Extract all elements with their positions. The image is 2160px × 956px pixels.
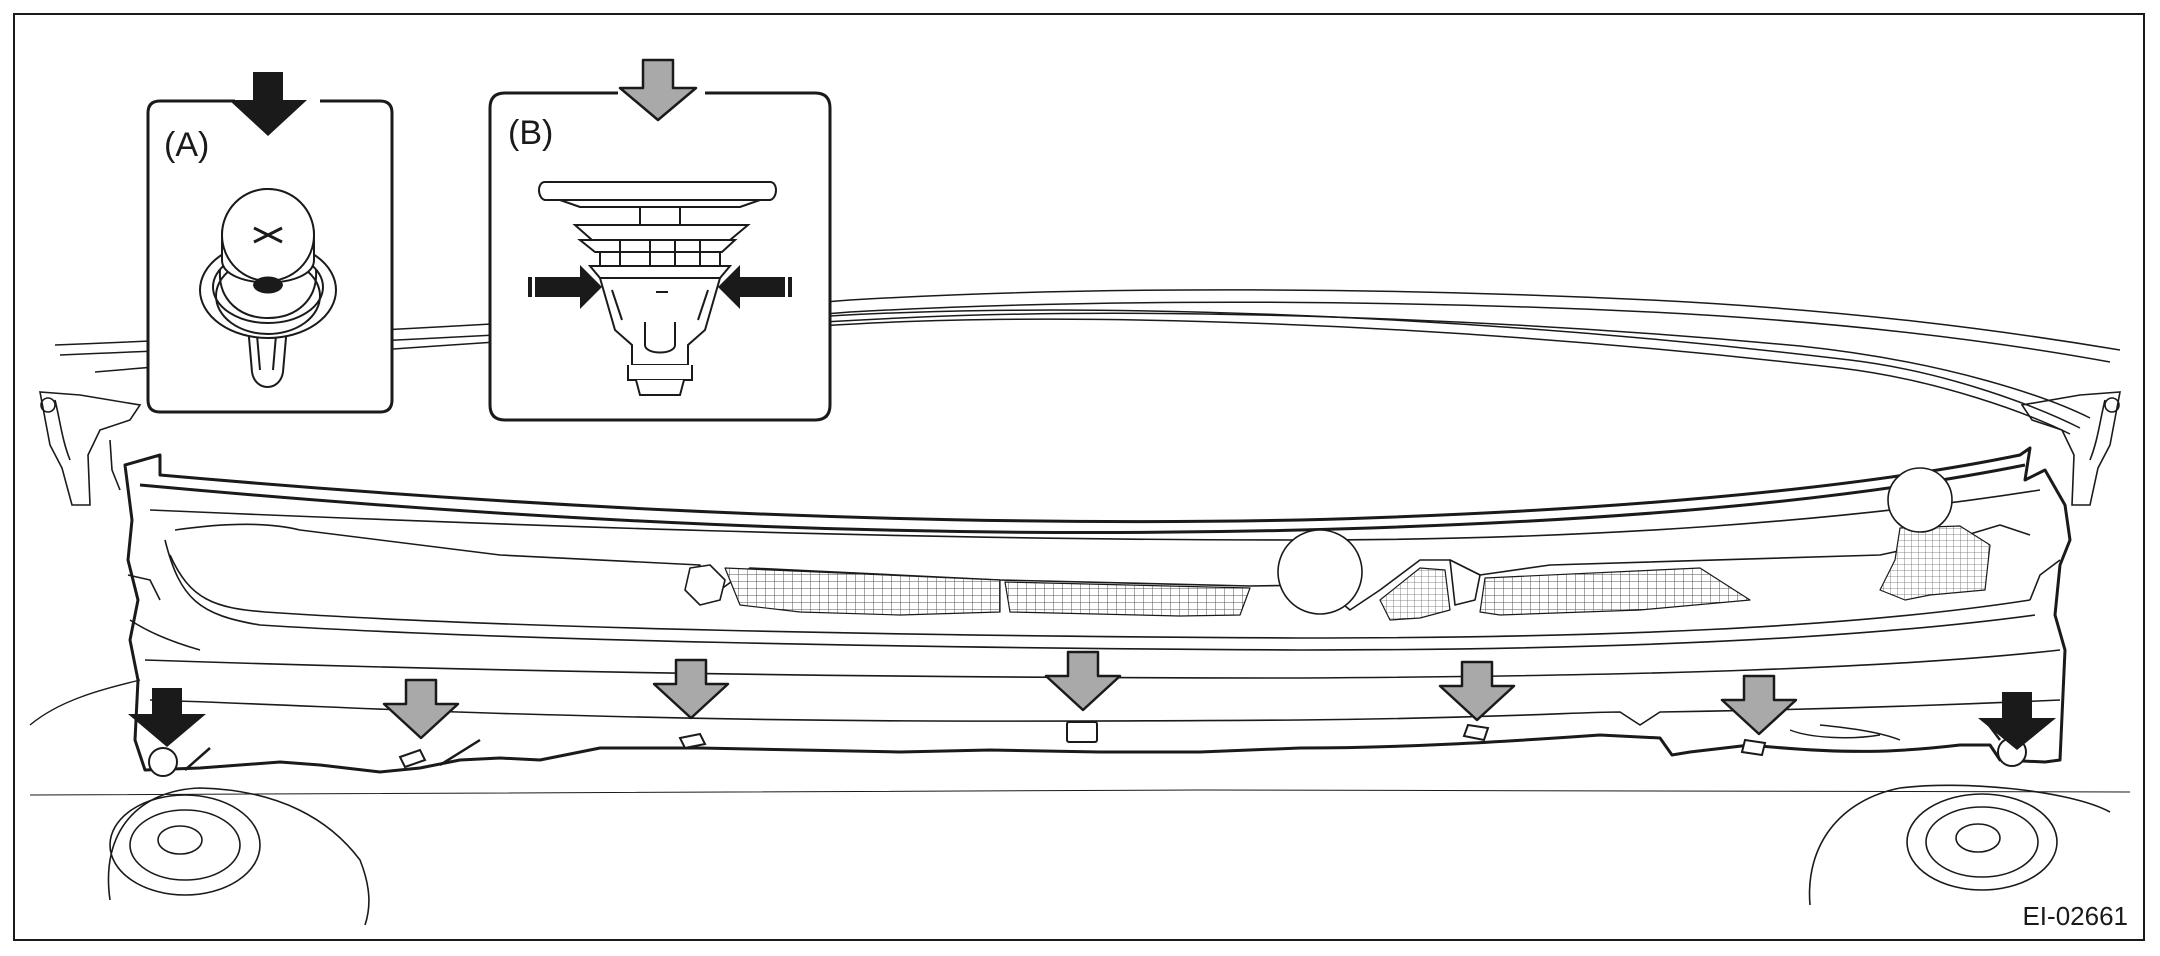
arrow-dark-inset-a (229, 72, 307, 136)
arrow-gray (382, 650, 1798, 740)
squeeze-arrows (528, 265, 792, 309)
strut-mount-right (1808, 784, 2111, 906)
arrow-gray-5 (1720, 674, 1798, 736)
squeeze-arrow-right (718, 265, 785, 309)
inset-a-label: (A) (164, 126, 209, 164)
arrow-gray-4 (1438, 660, 1516, 722)
windshield-outline (54, 289, 2121, 435)
inset-a: (A) (146, 72, 394, 414)
left-bracket (39, 391, 142, 506)
arrow-gray-2 (652, 658, 730, 720)
figure-id: EI-02661 (2022, 901, 2128, 931)
push-clip-drawing (538, 181, 777, 396)
arrow-dark-right (1978, 692, 2056, 750)
arrow-gray-inset-b (618, 58, 698, 122)
wire-harness (29, 679, 141, 726)
inset-b: (B) (488, 58, 832, 422)
cowl-panel (123, 446, 2072, 774)
squeeze-arrow-left (535, 265, 602, 309)
arrow-dark-left (128, 688, 206, 747)
body-line (29, 789, 2131, 796)
screw-hole-left (148, 747, 178, 777)
arrow-gray-3 (1044, 650, 1122, 712)
strut-mount-left (107, 787, 370, 926)
cross-slot-icon (253, 226, 283, 244)
screw-grommet-drawing (199, 188, 337, 388)
figure-frame (13, 13, 2145, 941)
arrow-gray-1 (382, 678, 460, 740)
inset-b-label: (B) (508, 114, 553, 152)
right-bracket (2020, 391, 2121, 506)
